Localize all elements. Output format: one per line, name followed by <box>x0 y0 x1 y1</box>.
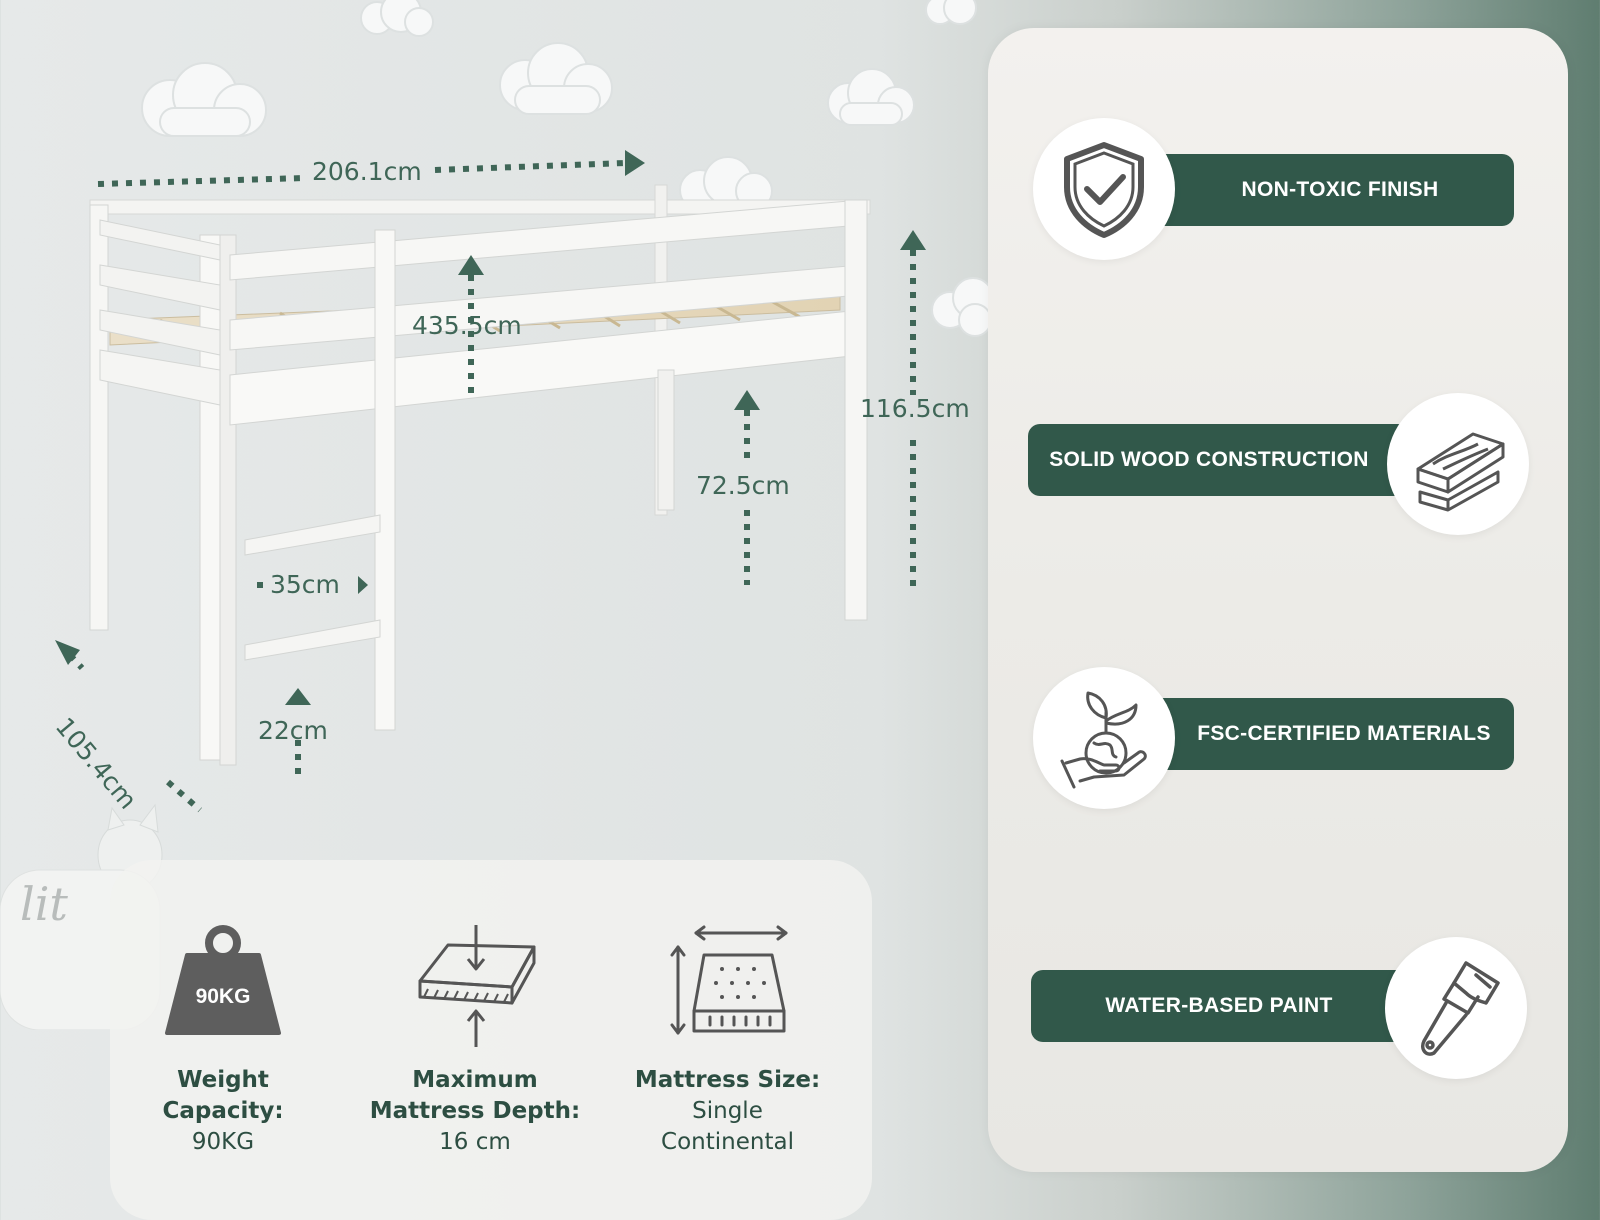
spec-size-value-1: Single <box>692 1098 763 1124</box>
dimension-clearance: 72.5cm <box>696 471 790 500</box>
cloud-decoration <box>931 277 994 337</box>
svg-text:lit: lit <box>20 877 68 931</box>
weight-icon: 90KG <box>165 925 281 1035</box>
feature-label: WATER-BASED PAINT <box>1105 994 1333 1017</box>
spec-weight-value: 90KG <box>191 1129 255 1155</box>
plant-globe-hand-icon <box>1033 667 1175 809</box>
cloud-decoration <box>925 0 977 25</box>
spec-depth-value: 16 cm <box>439 1129 511 1155</box>
dimension-length: 206.1cm <box>312 157 422 186</box>
specs-panel <box>110 860 872 1220</box>
cloud-decoration <box>141 62 267 137</box>
cloud-decoration <box>360 0 434 37</box>
spec-size-value-2: Continental <box>661 1129 794 1155</box>
feature-water-based-paint: WATER-BASED PAINT <box>1031 970 1423 1042</box>
dimension-height-top: 435.5cm <box>412 311 522 340</box>
mattress-size-icon <box>670 925 787 1035</box>
cloud-decoration <box>499 42 613 115</box>
spec-weight: 90KG Weight Capacity: 90KG <box>148 925 298 1158</box>
wood-planks-icon <box>1387 393 1529 535</box>
feature-label: FSC-CERTIFIED MATERIALS <box>1197 722 1491 745</box>
dimension-ladder-width: 35cm <box>270 570 340 599</box>
shield-check-icon <box>1033 118 1175 260</box>
spec-weight-label-1: Weight <box>177 1067 269 1093</box>
spec-depth-label-1: Maximum <box>412 1067 538 1093</box>
spec-size: Mattress Size: Single Continental <box>625 925 830 1158</box>
feature-non-toxic: NON-TOXIC FINISH <box>1150 154 1514 226</box>
dimension-ladder-step: 22cm <box>258 716 328 745</box>
paint-brush-icon <box>1385 937 1527 1079</box>
feature-label: SOLID WOOD CONSTRUCTION <box>1049 448 1369 471</box>
feature-fsc: FSC-CERTIFIED MATERIALS <box>1150 698 1514 770</box>
loft-bed-image <box>89 184 871 766</box>
dimension-height-total: 116.5cm <box>860 394 970 423</box>
weight-badge: 90KG <box>196 985 251 1008</box>
spec-weight-label-2: Capacity: <box>162 1098 284 1124</box>
mattress-depth-icon <box>418 925 536 1047</box>
feature-label: NON-TOXIC FINISH <box>1241 178 1439 201</box>
cloud-decoration <box>827 68 915 126</box>
spec-depth: Maximum Mattress Depth: 16 cm <box>360 925 590 1158</box>
spec-depth-label-2: Mattress Depth: <box>369 1098 581 1124</box>
spec-size-label: Mattress Size: <box>634 1067 821 1093</box>
dimension-lines <box>55 150 926 813</box>
feature-solid-wood: SOLID WOOD CONSTRUCTION <box>1028 424 1410 496</box>
